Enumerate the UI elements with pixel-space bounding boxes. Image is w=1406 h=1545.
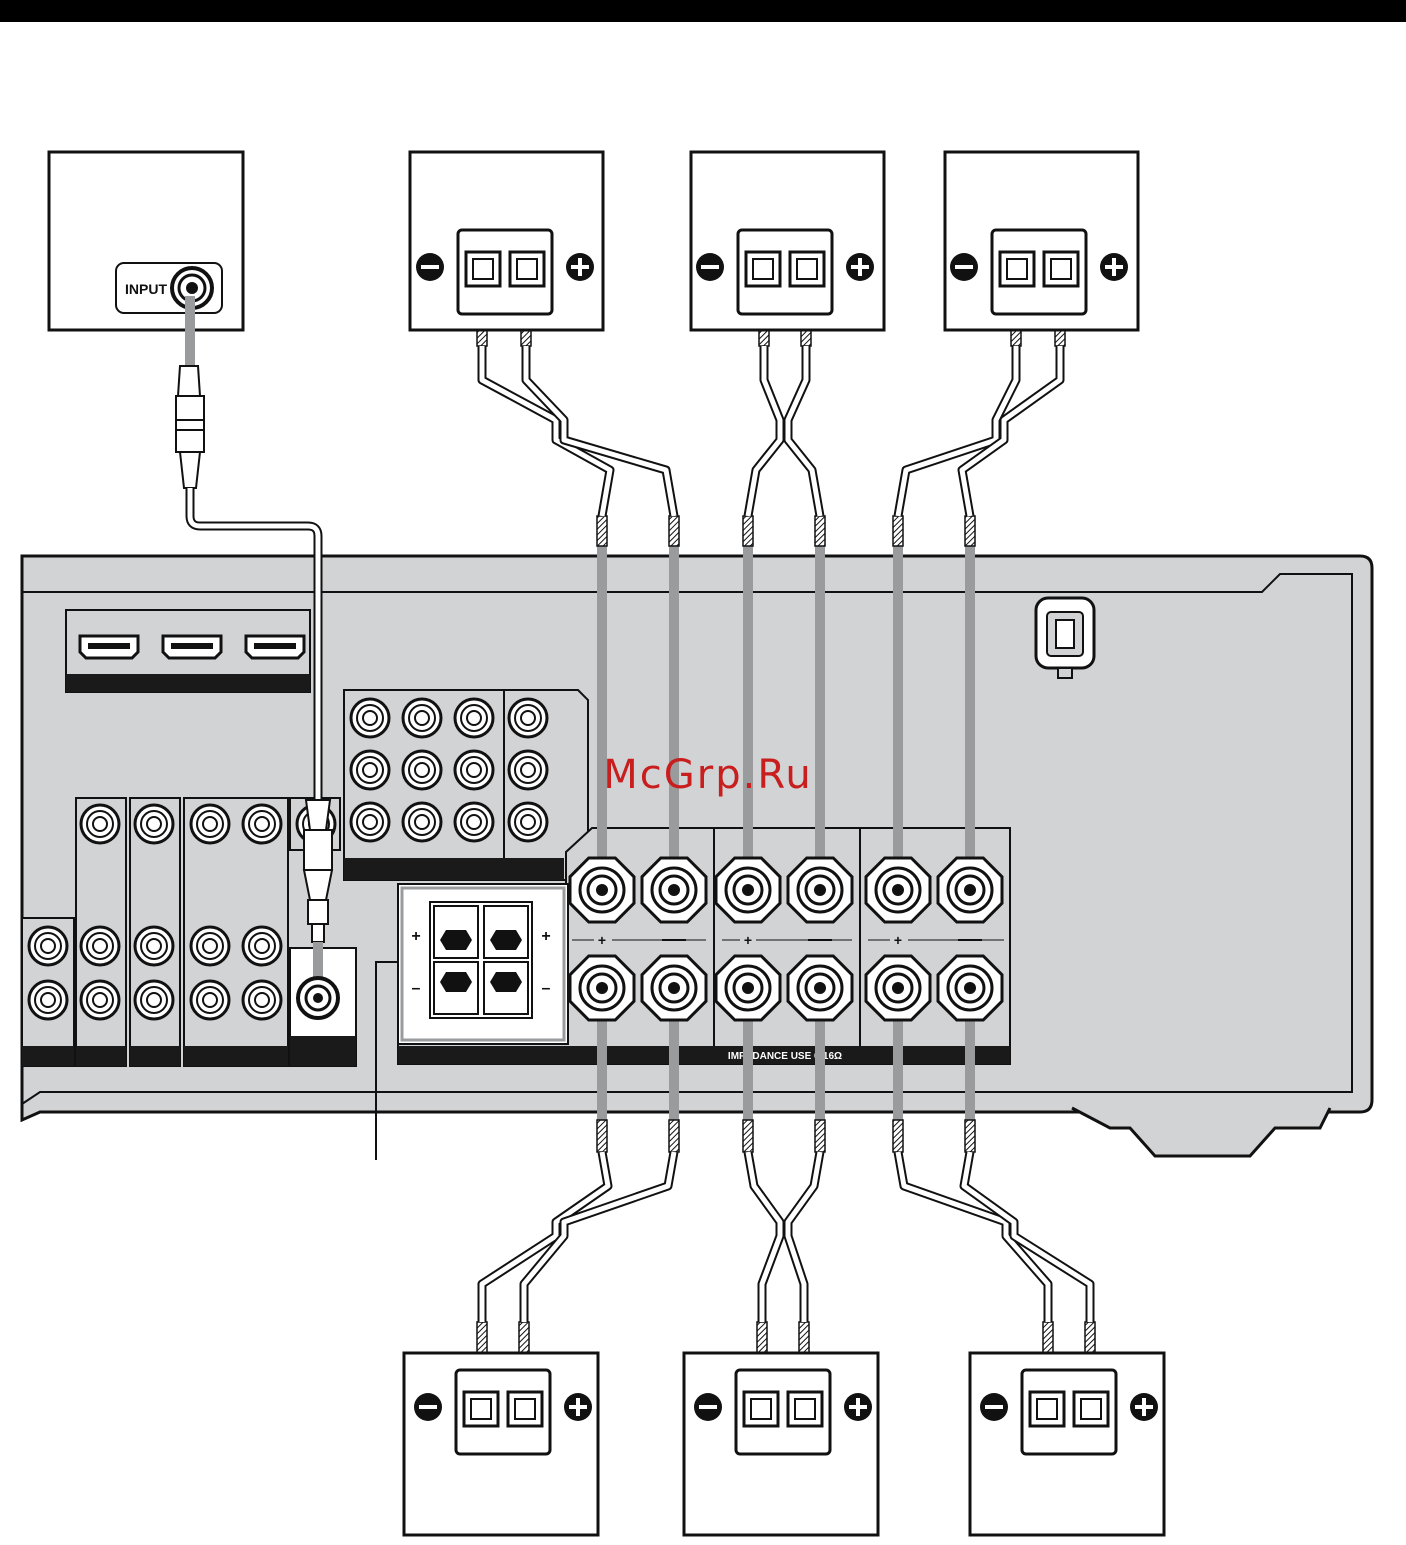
plus-icon (564, 1393, 592, 1421)
minus-icon (696, 253, 724, 281)
rca-jack (351, 751, 389, 789)
minus-icon (414, 1393, 442, 1421)
binding-post (866, 956, 930, 1020)
rca-jack (81, 981, 119, 1019)
binding-post (642, 956, 706, 1020)
binding-post (716, 956, 780, 1020)
binding-post (938, 858, 1002, 922)
rca-jack (455, 699, 493, 737)
inset-plus-right: + (541, 928, 550, 945)
rca-jack (455, 803, 493, 841)
inset-minus-left: – (412, 980, 421, 997)
binding-post (642, 858, 706, 922)
rca-jack (243, 981, 281, 1019)
speaker-selector-inset: + + – – (398, 884, 568, 1044)
rca-jack (455, 751, 493, 789)
rca-jack (191, 805, 229, 843)
plus-icon (1130, 1393, 1158, 1421)
rca-jack (191, 927, 229, 965)
minus-icon (416, 253, 444, 281)
rca-jack (135, 805, 173, 843)
binding-post (570, 956, 634, 1020)
receiver-rear-panel: IMPEDANCE USE 6-16Ω + + – – +++ (22, 556, 1372, 1160)
rca-jack (509, 803, 547, 841)
speaker (404, 1353, 598, 1535)
speaker (970, 1353, 1164, 1535)
power-inlet (1036, 598, 1094, 678)
minus-icon (694, 1393, 722, 1421)
rca-jack (509, 699, 547, 737)
rca-jack (135, 927, 173, 965)
binding-post (570, 858, 634, 922)
plus-icon (566, 253, 594, 281)
polarity-plus: + (744, 932, 752, 948)
plus-icon (844, 1393, 872, 1421)
rca-jack (243, 927, 281, 965)
plus-icon (846, 253, 874, 281)
speaker (410, 152, 603, 330)
rca-jack (509, 751, 547, 789)
plus-icon (1100, 253, 1128, 281)
watermark: McGrp.Ru (603, 752, 812, 798)
speaker (945, 152, 1138, 330)
rca-jack (135, 981, 173, 1019)
binding-post (788, 956, 852, 1020)
rca-jack (81, 927, 119, 965)
rca-jack (403, 803, 441, 841)
rca-jack (403, 751, 441, 789)
subwoofer-input-label: INPUT (125, 281, 167, 297)
hdmi-port (80, 636, 138, 658)
polarity-plus: + (598, 932, 606, 948)
rca-jack (403, 699, 441, 737)
rca-jack (29, 981, 67, 1019)
rca-jack (81, 805, 119, 843)
speaker (691, 152, 884, 330)
rca-jack (351, 699, 389, 737)
minus-icon (950, 253, 978, 281)
hdmi-section (66, 610, 310, 692)
subwoofer: INPUT (49, 152, 243, 330)
binding-post (938, 956, 1002, 1020)
polarity-plus: + (894, 932, 902, 948)
inset-plus-left: + (411, 928, 420, 945)
rca-jack (29, 927, 67, 965)
hdmi-port (246, 636, 304, 658)
speaker (684, 1353, 878, 1535)
inset-minus-right: – (542, 980, 551, 997)
minus-icon (980, 1393, 1008, 1421)
rca-jack (351, 803, 389, 841)
rca-jack (243, 805, 281, 843)
hdmi-port (163, 636, 221, 658)
binding-post (866, 858, 930, 922)
rca-jack (191, 981, 229, 1019)
binding-post (716, 858, 780, 922)
binding-post (788, 858, 852, 922)
